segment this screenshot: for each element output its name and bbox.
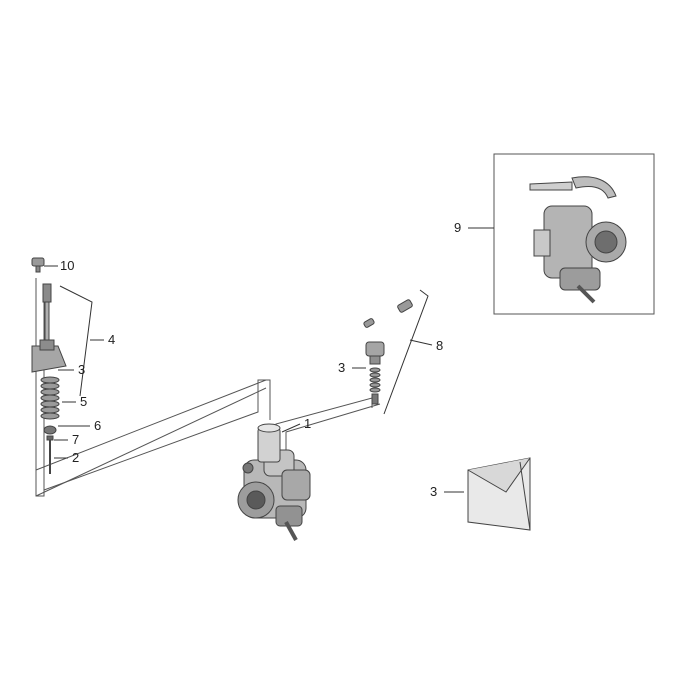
callout-2: 2: [72, 450, 79, 465]
callout-4: 4: [108, 332, 115, 347]
callout-leaders: [44, 227, 494, 493]
fuel-hose-routing: [35, 278, 429, 497]
idle-screw-part-8: [363, 299, 413, 328]
callout-10: 10: [60, 258, 74, 273]
mixture-cap-part-3: [365, 341, 385, 365]
callout-7: 7: [72, 432, 79, 447]
callout-6: 6: [94, 418, 101, 433]
carburetor-assembly-thumbnail: [529, 176, 627, 304]
callout-1: 1: [304, 416, 311, 431]
mixture-screw-tip: [371, 393, 379, 405]
callout-8: 8: [436, 338, 443, 353]
repair-kit-bag: [467, 457, 531, 531]
clip-part-7: [46, 435, 54, 441]
callout-labels: 10 4 3 5 6 7 2 1 3 8 9 3: [60, 220, 461, 499]
screw-part-10: [31, 257, 45, 273]
callout-9: 9: [454, 220, 461, 235]
throttle-slide: [257, 423, 281, 463]
retainer-part-6: [43, 425, 57, 435]
callout-5: 5: [80, 394, 87, 409]
callout-3-right: 3: [338, 360, 345, 375]
carburetor-body: [237, 449, 311, 541]
callout-3-left: 3: [78, 362, 85, 377]
mixture-spring: [369, 367, 381, 393]
slide-cap-part-3: [31, 339, 67, 373]
callout-3-kit: 3: [430, 484, 437, 499]
assembly-box: [493, 153, 655, 315]
spring-part-5: [40, 376, 60, 420]
